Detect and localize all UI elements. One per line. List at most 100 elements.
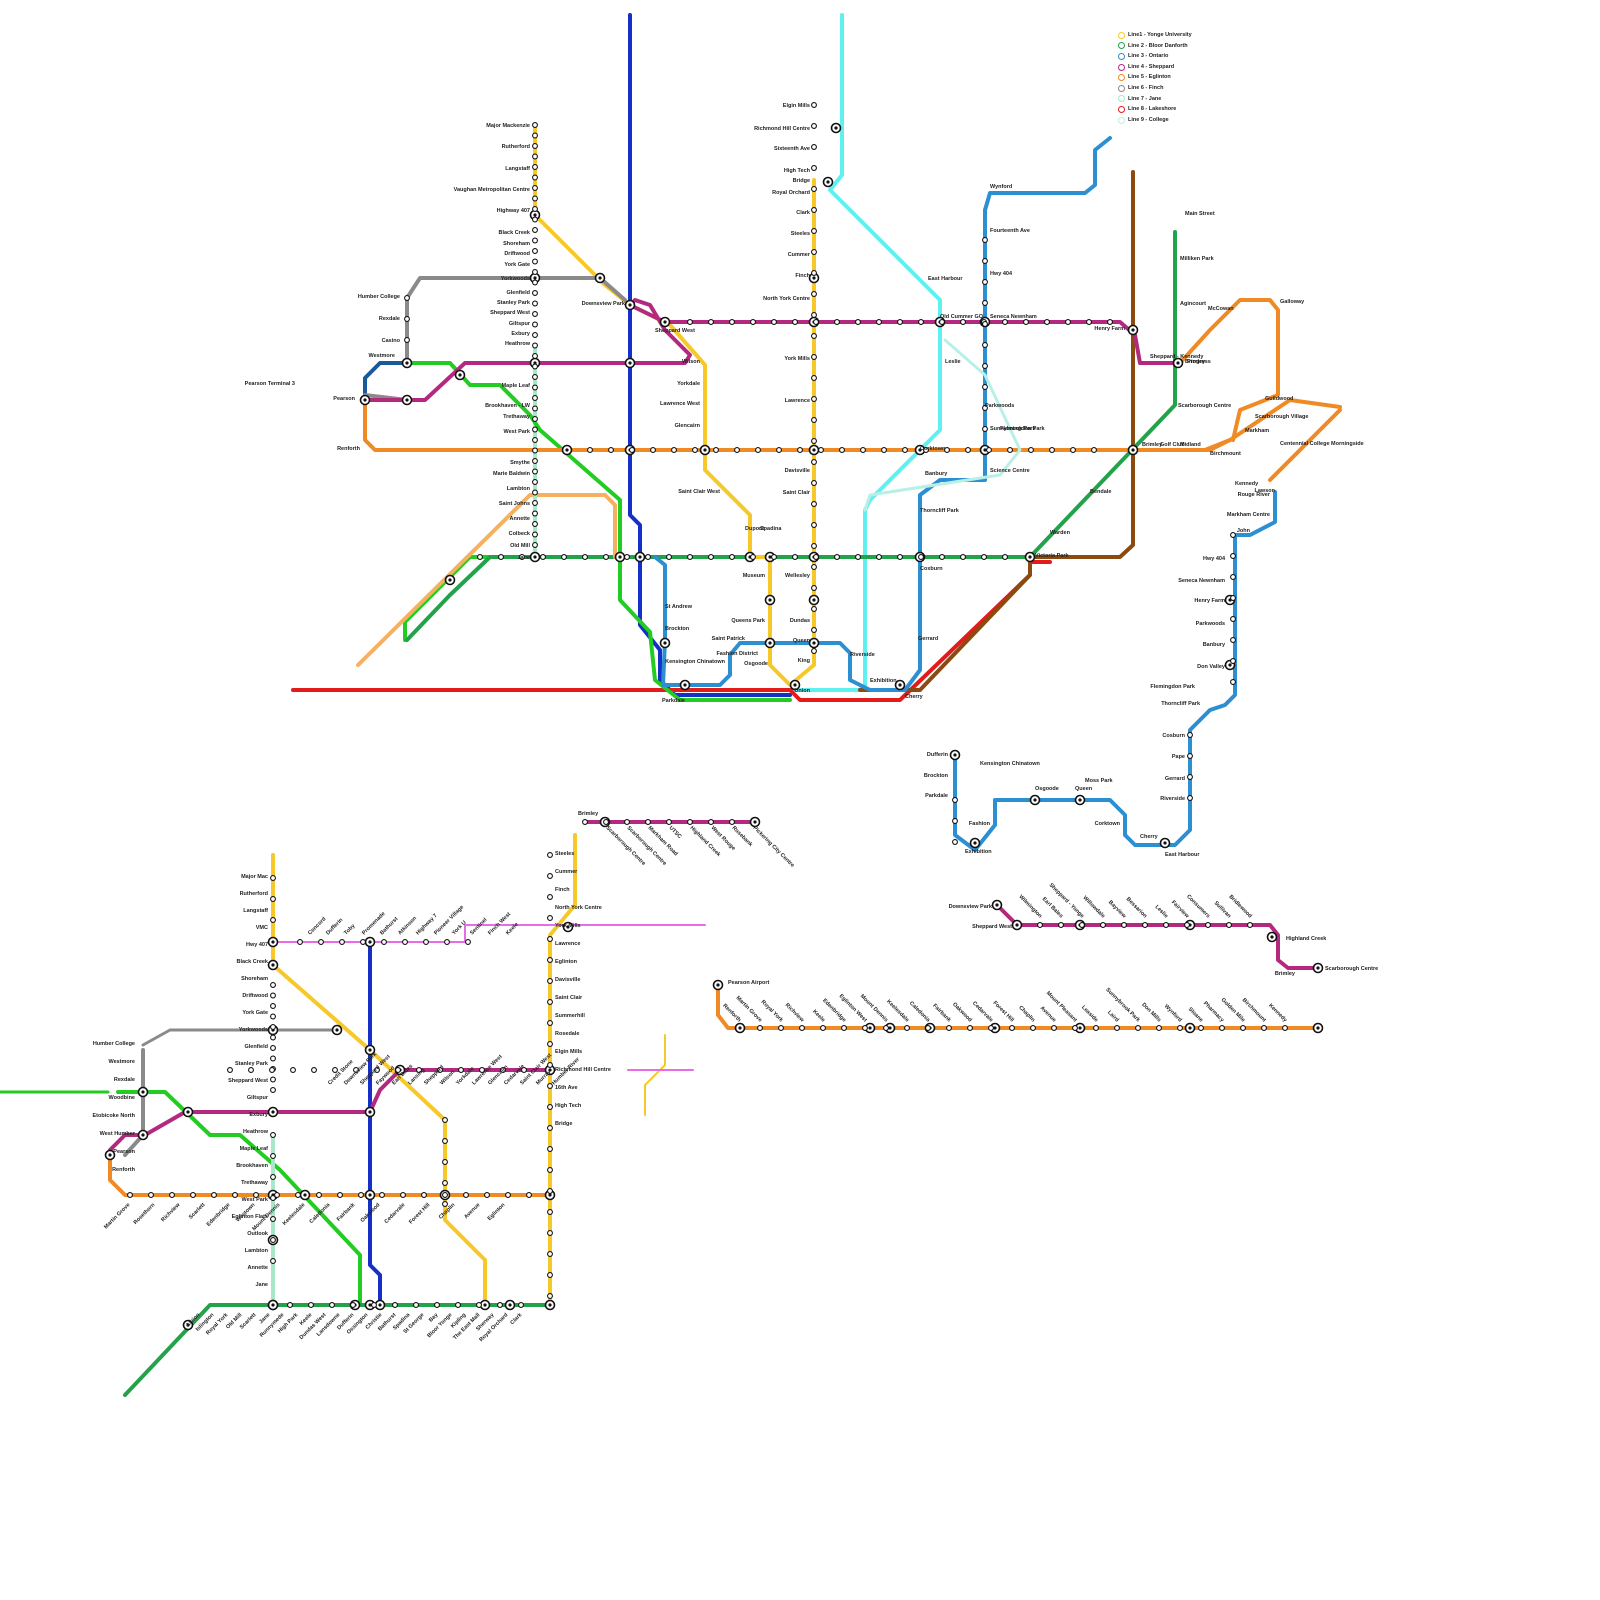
station-marker[interactable] [812,145,817,150]
station-marker[interactable] [1241,1026,1246,1031]
station-marker[interactable] [271,1133,276,1138]
station-marker[interactable] [812,355,817,360]
station-marker[interactable] [814,555,819,560]
station-marker[interactable] [1008,448,1013,453]
station-marker[interactable] [1010,1026,1015,1031]
station-marker[interactable] [1003,320,1008,325]
station-marker[interactable] [270,1068,275,1073]
station-marker[interactable] [812,460,817,465]
station-marker[interactable] [271,1077,276,1082]
station-marker[interactable] [1143,923,1148,928]
station-marker[interactable] [533,217,538,222]
station-marker[interactable] [380,1193,385,1198]
station-marker[interactable] [533,459,538,464]
station-marker[interactable] [351,1303,356,1308]
station-marker[interactable] [548,1000,553,1005]
station-marker[interactable] [128,1193,133,1198]
station-marker[interactable] [812,544,817,549]
station-marker[interactable] [424,940,429,945]
station-marker[interactable] [548,1294,553,1299]
station-marker[interactable] [533,228,538,233]
station-marker[interactable] [291,1068,296,1073]
station-marker[interactable] [812,607,817,612]
station-marker[interactable] [533,354,538,359]
station-marker[interactable] [340,940,345,945]
station-marker[interactable] [271,1259,276,1264]
station-marker[interactable] [1029,448,1034,453]
station-marker[interactable] [533,333,538,338]
station-marker[interactable] [877,320,882,325]
station-marker[interactable] [983,343,988,348]
station-marker[interactable] [548,1147,553,1152]
station-marker[interactable] [396,1068,401,1073]
station-marker[interactable] [533,186,538,191]
station-marker[interactable] [812,586,817,591]
station-marker[interactable] [1157,1026,1162,1031]
station-marker[interactable] [777,448,782,453]
station-marker[interactable] [533,144,538,149]
station-marker[interactable] [812,229,817,234]
station-marker[interactable] [898,555,903,560]
station-marker[interactable] [1220,1026,1225,1031]
station-marker[interactable] [466,940,471,945]
station-marker[interactable] [533,469,538,474]
station-marker[interactable] [709,555,714,560]
station-marker[interactable] [1231,638,1236,643]
station-marker[interactable] [393,1303,398,1308]
station-marker[interactable] [604,555,609,560]
station-marker[interactable] [793,320,798,325]
station-marker[interactable] [533,490,538,495]
station-marker[interactable] [812,313,817,318]
station-marker[interactable] [443,1181,448,1186]
station-marker[interactable] [212,1193,217,1198]
station-marker[interactable] [533,207,538,212]
station-marker[interactable] [548,1168,553,1173]
station-marker[interactable] [835,555,840,560]
station-marker[interactable] [667,555,672,560]
station-marker[interactable] [812,523,817,528]
station-marker[interactable] [1003,555,1008,560]
station-marker[interactable] [709,320,714,325]
station-marker[interactable] [548,916,553,921]
station-marker[interactable] [812,250,817,255]
station-marker[interactable] [548,1189,553,1194]
station-marker[interactable] [533,154,538,159]
station-marker[interactable] [249,1068,254,1073]
station-marker[interactable] [445,940,450,945]
station-marker[interactable] [772,320,777,325]
station-marker[interactable] [1080,923,1085,928]
station-marker[interactable] [1231,533,1236,538]
station-marker[interactable] [1066,320,1071,325]
station-marker[interactable] [735,448,740,453]
station-marker[interactable] [982,555,987,560]
station-marker[interactable] [271,1056,276,1061]
station-marker[interactable] [693,448,698,453]
station-marker[interactable] [548,1210,553,1215]
station-marker[interactable] [533,312,538,317]
station-marker[interactable] [361,940,366,945]
station-marker[interactable] [271,1046,276,1051]
station-marker[interactable] [884,1026,889,1031]
station-marker[interactable] [271,918,276,923]
station-marker[interactable] [296,1193,301,1198]
station-marker[interactable] [953,840,958,845]
station-marker[interactable] [271,1088,276,1093]
station-marker[interactable] [533,427,538,432]
station-marker[interactable] [477,1303,482,1308]
station-marker[interactable] [1031,1026,1036,1031]
station-marker[interactable] [271,1025,276,1030]
station-marker[interactable] [903,448,908,453]
station-marker[interactable] [779,1026,784,1031]
station-marker[interactable] [1188,733,1193,738]
station-marker[interactable] [821,1026,826,1031]
station-marker[interactable] [1101,923,1106,928]
station-marker[interactable] [456,1303,461,1308]
station-marker[interactable] [730,820,735,825]
station-marker[interactable] [672,448,677,453]
station-marker[interactable] [1050,448,1055,453]
station-marker[interactable] [548,1252,553,1257]
station-marker[interactable] [877,555,882,560]
station-marker[interactable] [1283,1026,1288,1031]
station-marker[interactable] [319,940,324,945]
station-marker[interactable] [533,385,538,390]
